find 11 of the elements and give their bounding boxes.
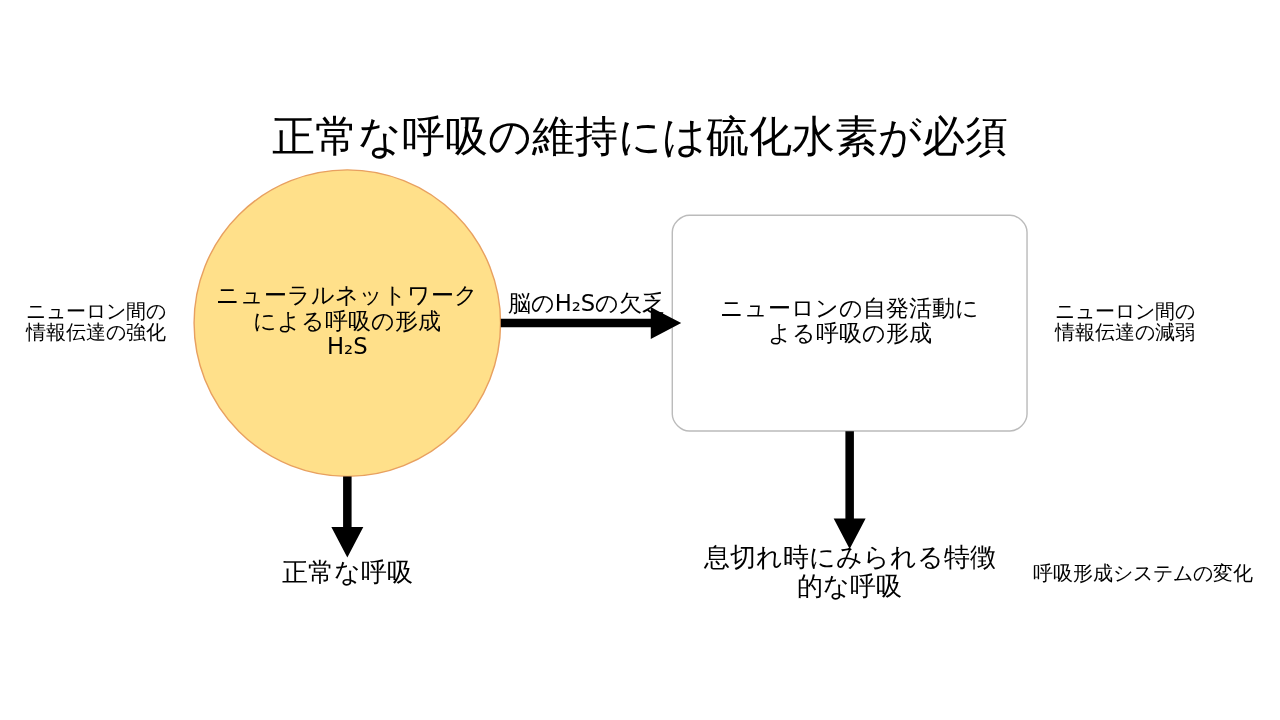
node-box: ニューロンの自発活動による呼吸の形成 <box>671 214 1028 432</box>
arrow <box>500 307 682 340</box>
label: 呼吸形成システムの変化 <box>1033 561 1254 585</box>
node-label: ニューロン間の情報伝達の減弱 <box>1054 299 1195 344</box>
arrow <box>331 476 364 558</box>
arrow <box>833 431 866 549</box>
node-text: 正常な呼吸 <box>281 556 413 587</box>
diagram-title: 正常な呼吸の維持には硫化水素が必須 <box>272 111 1008 162</box>
node-text: 息切れ時にみられる特徴的な呼吸 <box>703 542 996 601</box>
node-circle: ニューラルネットワークによる呼吸の形成 H₂S <box>193 169 502 478</box>
node-label: ニューロン間の情報伝達の強化 <box>26 299 167 344</box>
